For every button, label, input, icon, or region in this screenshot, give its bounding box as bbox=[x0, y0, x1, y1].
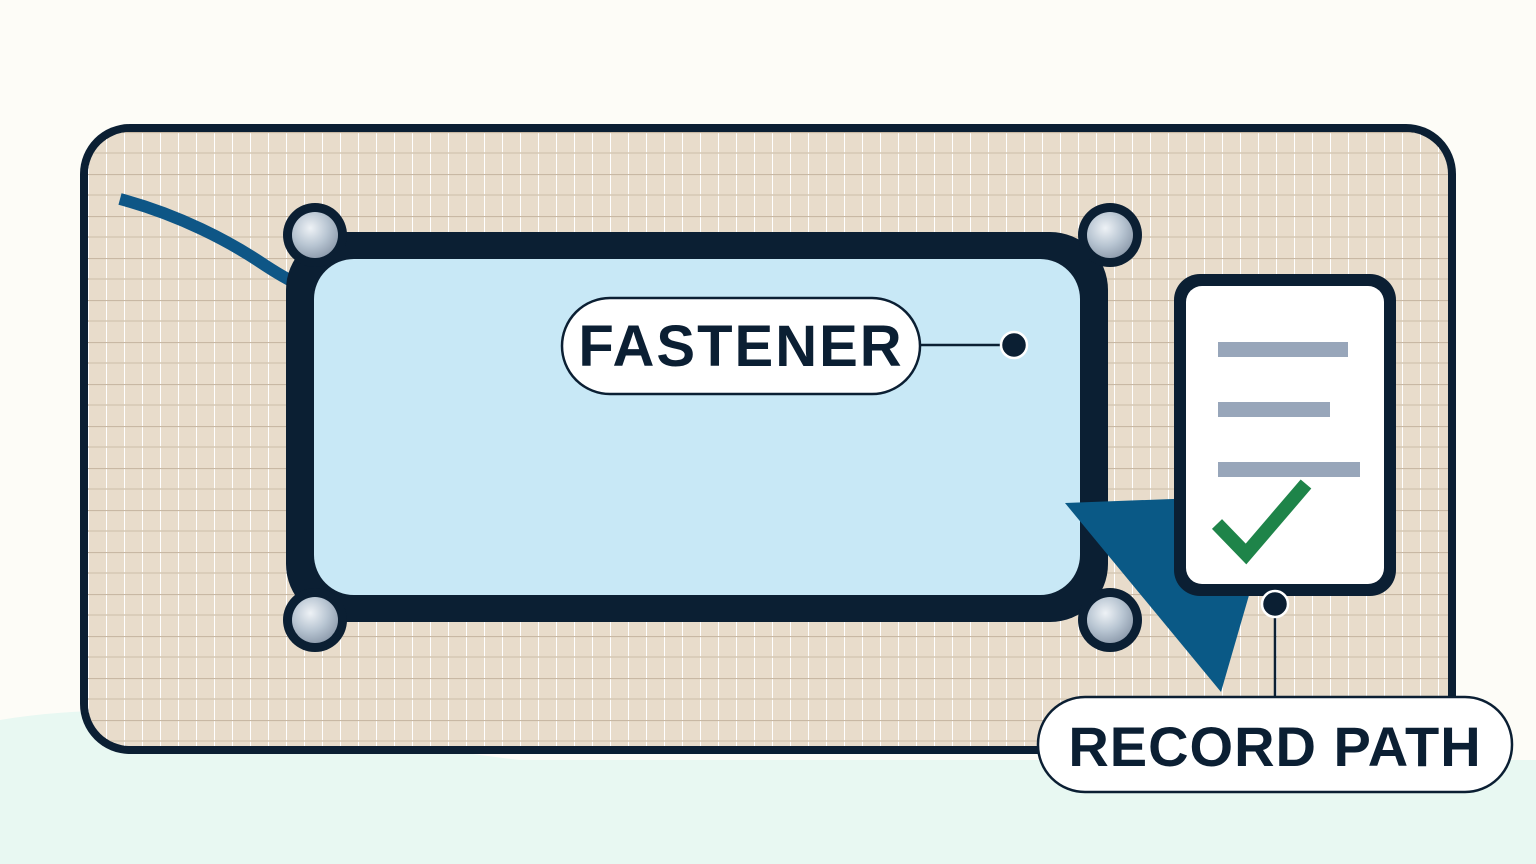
document-page bbox=[1186, 286, 1384, 584]
fastener-leader-dot bbox=[999, 330, 1029, 360]
fastener-label: FASTENER bbox=[578, 314, 903, 379]
bolt-icon bbox=[1078, 203, 1142, 267]
fastener-label-pill bbox=[560, 296, 922, 396]
record-path-label: RECORD PATH bbox=[1068, 715, 1481, 778]
document-icon bbox=[1174, 274, 1396, 596]
document-line bbox=[1218, 342, 1348, 357]
document-line bbox=[1218, 402, 1330, 417]
record-path-callout: RECORD PATH bbox=[1036, 589, 1514, 794]
document-line bbox=[1218, 462, 1360, 477]
fastener-callout: FASTENER bbox=[560, 296, 1029, 396]
record-path-label-pill bbox=[1036, 695, 1514, 794]
bolt-icon bbox=[283, 203, 347, 267]
bolt-icon bbox=[283, 588, 347, 652]
record-path-leader-dot bbox=[1260, 589, 1290, 619]
cable-line bbox=[118, 193, 303, 291]
bolt-icon bbox=[1078, 588, 1142, 652]
fastener-panel bbox=[286, 232, 1108, 622]
check-icon bbox=[1211, 479, 1312, 565]
